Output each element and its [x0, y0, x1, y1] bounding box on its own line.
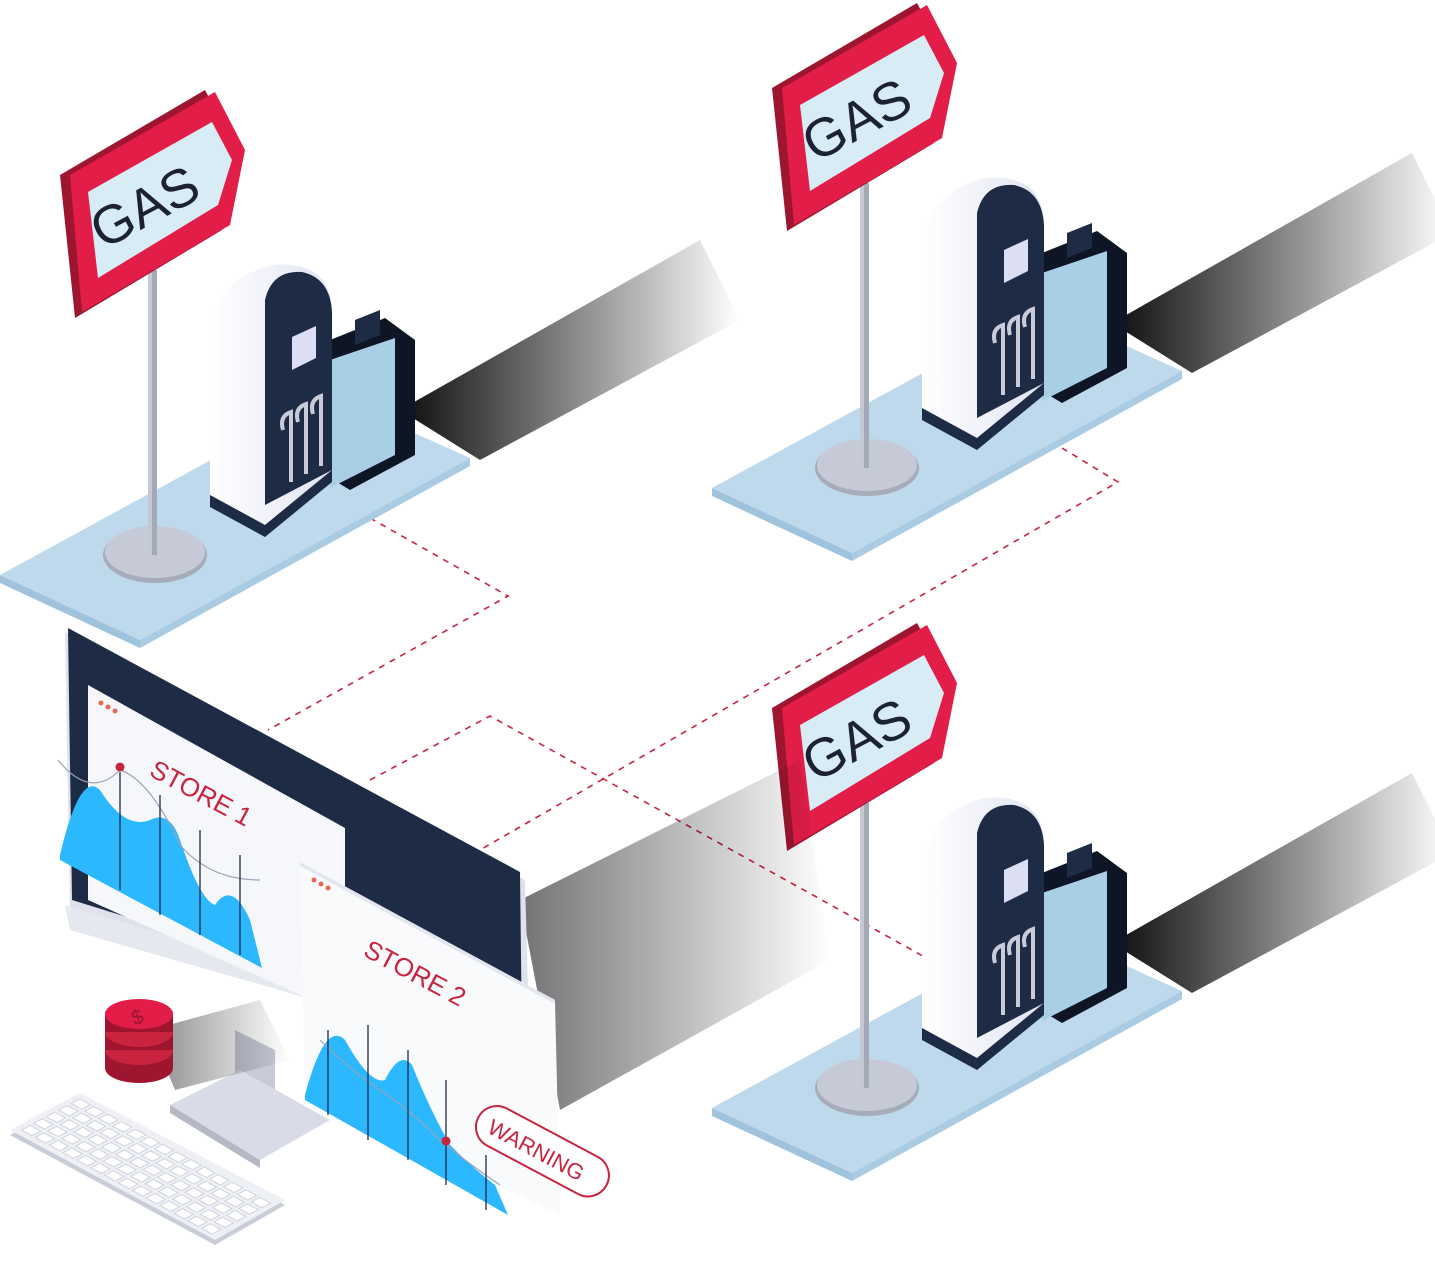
- keyboard-icon: [10, 1093, 285, 1245]
- keyboard-key: [111, 1121, 133, 1133]
- keyboard-key: [126, 1142, 149, 1155]
- store-1-trend-line: [57, 759, 261, 881]
- gas-station-3: GAS: [710, 621, 1435, 1183]
- store-2-chart-area: [305, 1035, 508, 1215]
- keyboard-key: [131, 1185, 153, 1197]
- keyboard-key: [57, 1104, 79, 1117]
- keyboard-key: [168, 1165, 190, 1177]
- keyboard-key: [97, 1113, 120, 1125]
- keyboard-key: [143, 1178, 166, 1191]
- keyboard-key: [74, 1140, 96, 1153]
- keyboard-key: [45, 1111, 67, 1124]
- keyboard-key: [59, 1119, 81, 1131]
- keyboard-key: [196, 1180, 218, 1193]
- keyboard-key: [89, 1162, 112, 1175]
- keyboard-key: [183, 1187, 206, 1199]
- store-1-chart-area: [60, 786, 262, 968]
- keyboard-key: [200, 1223, 222, 1235]
- keyboard-key: [186, 1215, 209, 1228]
- keyboard-key: [185, 1201, 207, 1213]
- keyboard-key: [225, 1209, 247, 1222]
- keyboard-key: [223, 1195, 246, 1208]
- keyboard-key: [99, 1127, 121, 1140]
- keyboard-key: [62, 1147, 84, 1159]
- keyboard-key: [72, 1126, 95, 1139]
- keyboard-key: [103, 1170, 125, 1182]
- keyboard-key: [88, 1148, 110, 1160]
- keyboard-key: [86, 1134, 109, 1146]
- keyboard-key: [70, 1098, 92, 1110]
- keyboard-key: [208, 1174, 230, 1186]
- keyboard-key: [83, 1105, 106, 1118]
- store-2-window: STORE 2 WARNING: [300, 862, 610, 1215]
- keyboard-key: [199, 1209, 221, 1221]
- keyboard-key: [167, 1151, 189, 1163]
- keyboard-key: [171, 1193, 193, 1206]
- keyboard-key: [237, 1203, 260, 1215]
- keyboard-key: [129, 1171, 152, 1183]
- keyboard-key: [75, 1155, 98, 1167]
- keyboard-key: [210, 1188, 232, 1200]
- keyboard-key: [213, 1216, 235, 1229]
- keyboard-key: [114, 1149, 136, 1161]
- keyboard-key: [157, 1186, 179, 1198]
- keyboard-key: [172, 1208, 195, 1220]
- dollar-coin-stack-icon: $: [105, 999, 290, 1090]
- keyboard-key: [154, 1157, 176, 1170]
- keyboard-key: [116, 1163, 138, 1176]
- keyboard-key: [85, 1120, 107, 1132]
- keyboard-key: [194, 1166, 217, 1178]
- gas-station-1: GAS: [0, 88, 742, 650]
- monitor: STORE 1 STORE 2: [57, 628, 830, 1215]
- keyboard-key: [60, 1133, 82, 1145]
- keyboard-key: [211, 1202, 233, 1214]
- keyboard-key: [222, 1181, 244, 1194]
- keyboard-key: [182, 1173, 204, 1185]
- keyboard-key: [159, 1200, 181, 1212]
- keyboard-key: [20, 1124, 42, 1137]
- keyboard-key: [102, 1156, 124, 1168]
- keyboard-key: [139, 1136, 161, 1148]
- keyboard-key: [142, 1164, 164, 1177]
- keyboard-key: [71, 1112, 93, 1124]
- store-2-trend-line: [319, 1039, 501, 1186]
- keyboard-key: [250, 1196, 272, 1209]
- keyboard-key: [100, 1141, 123, 1154]
- keyboard-key: [32, 1118, 55, 1130]
- keyboard-key: [145, 1192, 167, 1205]
- keyboard-key: [197, 1194, 220, 1207]
- keyboard-key: [117, 1177, 139, 1190]
- keyboard-key: [236, 1189, 258, 1201]
- keyboard-key: [113, 1135, 135, 1147]
- keyboard-key: [156, 1172, 178, 1184]
- keyboard-key: [169, 1179, 192, 1192]
- keyboard-key: [34, 1132, 56, 1144]
- keyboard-key: [153, 1143, 175, 1156]
- gas-station-2: GAS: [710, 1, 1435, 563]
- keyboard-key: [128, 1156, 150, 1169]
- keyboard-key: [180, 1158, 203, 1171]
- keyboard-key: [48, 1139, 70, 1152]
- keyboard-key: [140, 1150, 163, 1162]
- keyboard-key: [125, 1128, 147, 1141]
- keyboard-key: [46, 1125, 69, 1138]
